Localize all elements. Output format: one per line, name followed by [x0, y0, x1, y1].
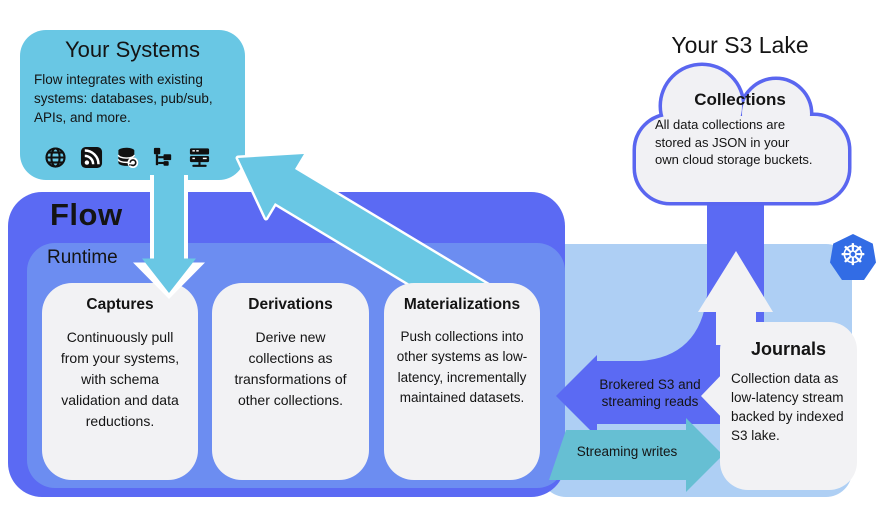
s3-lake-title: Your S3 Lake — [671, 32, 809, 58]
materializations-title: Materializations — [403, 296, 521, 313]
flow-title: Flow — [50, 197, 123, 232]
collections-cloud — [632, 62, 852, 206]
database-sync-icon — [116, 146, 139, 169]
kubernetes-wheel-glyph: ☸ — [839, 238, 867, 273]
runtime-label: Runtime — [47, 247, 118, 268]
captures-panel: Captures Continuously pull from your sys… — [42, 283, 198, 480]
globe-icon — [44, 146, 67, 169]
derivations-description: Derive new collections as transformation… — [234, 329, 347, 408]
brokered-reads-label: Brokered S3 and streaming reads — [599, 377, 701, 409]
materializations-panel: Materializations Push collections into o… — [384, 283, 540, 480]
your-systems-title: Your Systems — [65, 37, 200, 62]
derivations-panel: Derivations Derive new collections as tr… — [212, 283, 369, 480]
captures-description: Continuously pull from your systems, wit… — [60, 329, 180, 429]
your-systems-panel: Your Systems Flow integrates with existi… — [20, 30, 245, 180]
materializations-description: Push collections into other systems as l… — [396, 329, 528, 405]
captures-title: Captures — [86, 296, 154, 313]
rss-icon — [80, 146, 103, 169]
journals-title: Journals — [750, 339, 827, 359]
journals-panel: Journals Collection data as low-latency … — [720, 322, 857, 490]
streaming-writes-label: Streaming writes — [576, 444, 678, 459]
journals-description: Collection data as low-latency stream ba… — [731, 371, 844, 443]
tree-icon — [152, 146, 175, 169]
server-icon — [188, 146, 211, 169]
kubernetes-icon: ☸ — [830, 234, 876, 280]
collections-description: All data collections are stored as JSON … — [655, 117, 813, 168]
your-systems-icons — [44, 146, 211, 169]
your-systems-description: Flow integrates with existing systems: d… — [34, 72, 213, 126]
collections-title: Collections — [694, 90, 786, 109]
derivations-title: Derivations — [248, 296, 333, 313]
